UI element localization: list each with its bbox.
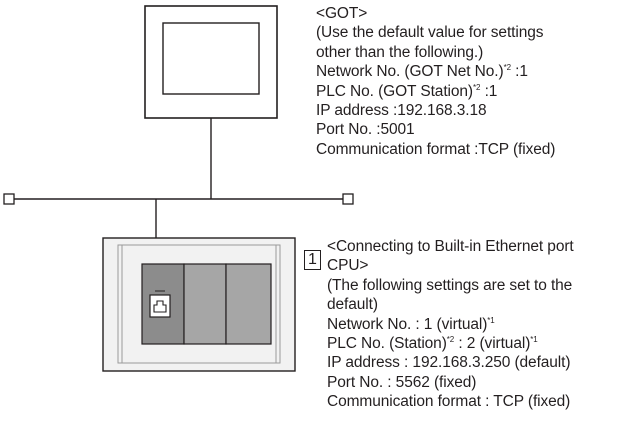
got-network-no: Network No. (GOT Net No.)*2 :1 [316, 63, 528, 81]
got-plc-no: PLC No. (GOT Station)*2 :1 [316, 82, 498, 100]
got-port-no: Port No. :5001 [316, 121, 415, 139]
plc-device [102, 237, 296, 372]
plc-inner-outline [117, 244, 281, 364]
plc-port-no: Port No. : 5562 (fixed) [327, 373, 477, 391]
got-default-note-line1: (Use the default value for settings [316, 24, 544, 42]
plc-ip-address: IP address : 192.168.3.250 (default) [327, 354, 571, 372]
plc-module-panel-1 [183, 263, 227, 345]
plc-default-note-line1: (The following settings are set to the [327, 276, 573, 294]
got-device [144, 5, 278, 119]
plc-default-note-line2: default) [327, 296, 378, 314]
got-communication-format: Communication format :TCP (fixed) [316, 140, 556, 158]
got-ip-address: IP address :192.168.3.18 [316, 101, 487, 119]
plc-settings-text: <Connecting to Built-in Ethernet port CP… [327, 237, 574, 412]
got-default-note-line2: other than the following.) [316, 43, 484, 61]
bus-terminator-right [342, 193, 354, 205]
bus-terminator-left [3, 193, 15, 205]
plc-communication-format: Communication format : TCP (fixed) [327, 393, 571, 411]
plc-heading-line1: <Connecting to Built-in Ethernet port [327, 238, 574, 255]
plc-network-no: Network No. : 1 (virtual)*1 [327, 315, 495, 333]
plc-station-no: PLC No. (Station)*2 : 2 (virtual)*1 [327, 334, 538, 352]
plc-heading-line2: CPU> [327, 257, 369, 275]
plc-module-panel-2 [225, 263, 272, 345]
got-screen [162, 22, 260, 95]
got-heading: <GOT> [316, 5, 368, 22]
got-settings-text: <GOT> (Use the default value for setting… [316, 4, 555, 159]
connection-number-badge: 1 [304, 250, 321, 270]
ethernet-port-icon [149, 290, 171, 318]
